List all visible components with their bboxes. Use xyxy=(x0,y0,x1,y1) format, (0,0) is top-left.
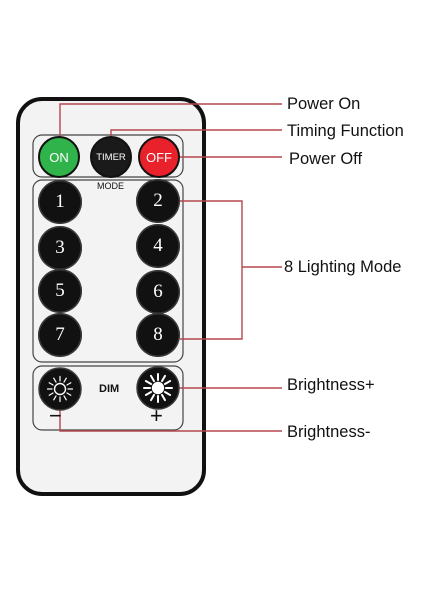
leader-mode-bracket xyxy=(180,200,243,340)
mode-button-1[interactable]: 1 xyxy=(38,180,82,224)
timer-button-label: TIMER xyxy=(96,151,126,163)
mode-button-5-label: 5 xyxy=(55,280,65,301)
callout-brightness-minus: Brightness- xyxy=(287,423,371,441)
mode-panel xyxy=(32,179,184,363)
mode-button-2-label: 2 xyxy=(153,190,163,211)
callout-lighting-mode: 8 Lighting Mode xyxy=(284,258,402,276)
off-button-label: OFF xyxy=(146,149,172,165)
mode-button-3-label: 3 xyxy=(55,237,65,258)
mode-label: MODE xyxy=(97,181,124,191)
dim-label: DIM xyxy=(99,383,120,395)
dim-panel xyxy=(32,365,184,431)
off-button[interactable]: OFF xyxy=(138,136,180,178)
leader-power-on xyxy=(59,103,282,142)
plus-sign: + xyxy=(150,403,163,428)
mode-button-2[interactable]: 2 xyxy=(136,179,180,223)
mode-button-8[interactable]: 8 xyxy=(136,313,180,357)
mode-button-4[interactable]: 4 xyxy=(136,224,180,268)
mode-button-3[interactable]: 3 xyxy=(38,226,82,270)
mode-button-4-label: 4 xyxy=(153,235,163,256)
mode-button-1-label: 1 xyxy=(55,191,65,212)
callout-power-off: Power Off xyxy=(289,150,363,168)
mode-button-5[interactable]: 5 xyxy=(38,269,82,313)
on-button-label: ON xyxy=(49,149,69,165)
callout-timing-function: Timing Function xyxy=(287,122,404,140)
mode-button-7-label: 7 xyxy=(55,324,65,345)
minus-sign: − xyxy=(49,403,62,428)
sun-bright-icon xyxy=(136,366,180,410)
mode-button-6[interactable]: 6 xyxy=(136,270,180,314)
mode-button-8-label: 8 xyxy=(153,324,163,345)
sun-dim-icon xyxy=(38,367,82,411)
timer-button[interactable]: TIMER xyxy=(90,136,132,178)
callout-brightness-plus: Brightness+ xyxy=(287,376,375,394)
callout-power-on: Power On xyxy=(287,95,361,113)
mode-button-6-label: 6 xyxy=(153,281,163,302)
mode-button-7[interactable]: 7 xyxy=(38,313,82,357)
on-button[interactable]: ON xyxy=(38,136,80,178)
